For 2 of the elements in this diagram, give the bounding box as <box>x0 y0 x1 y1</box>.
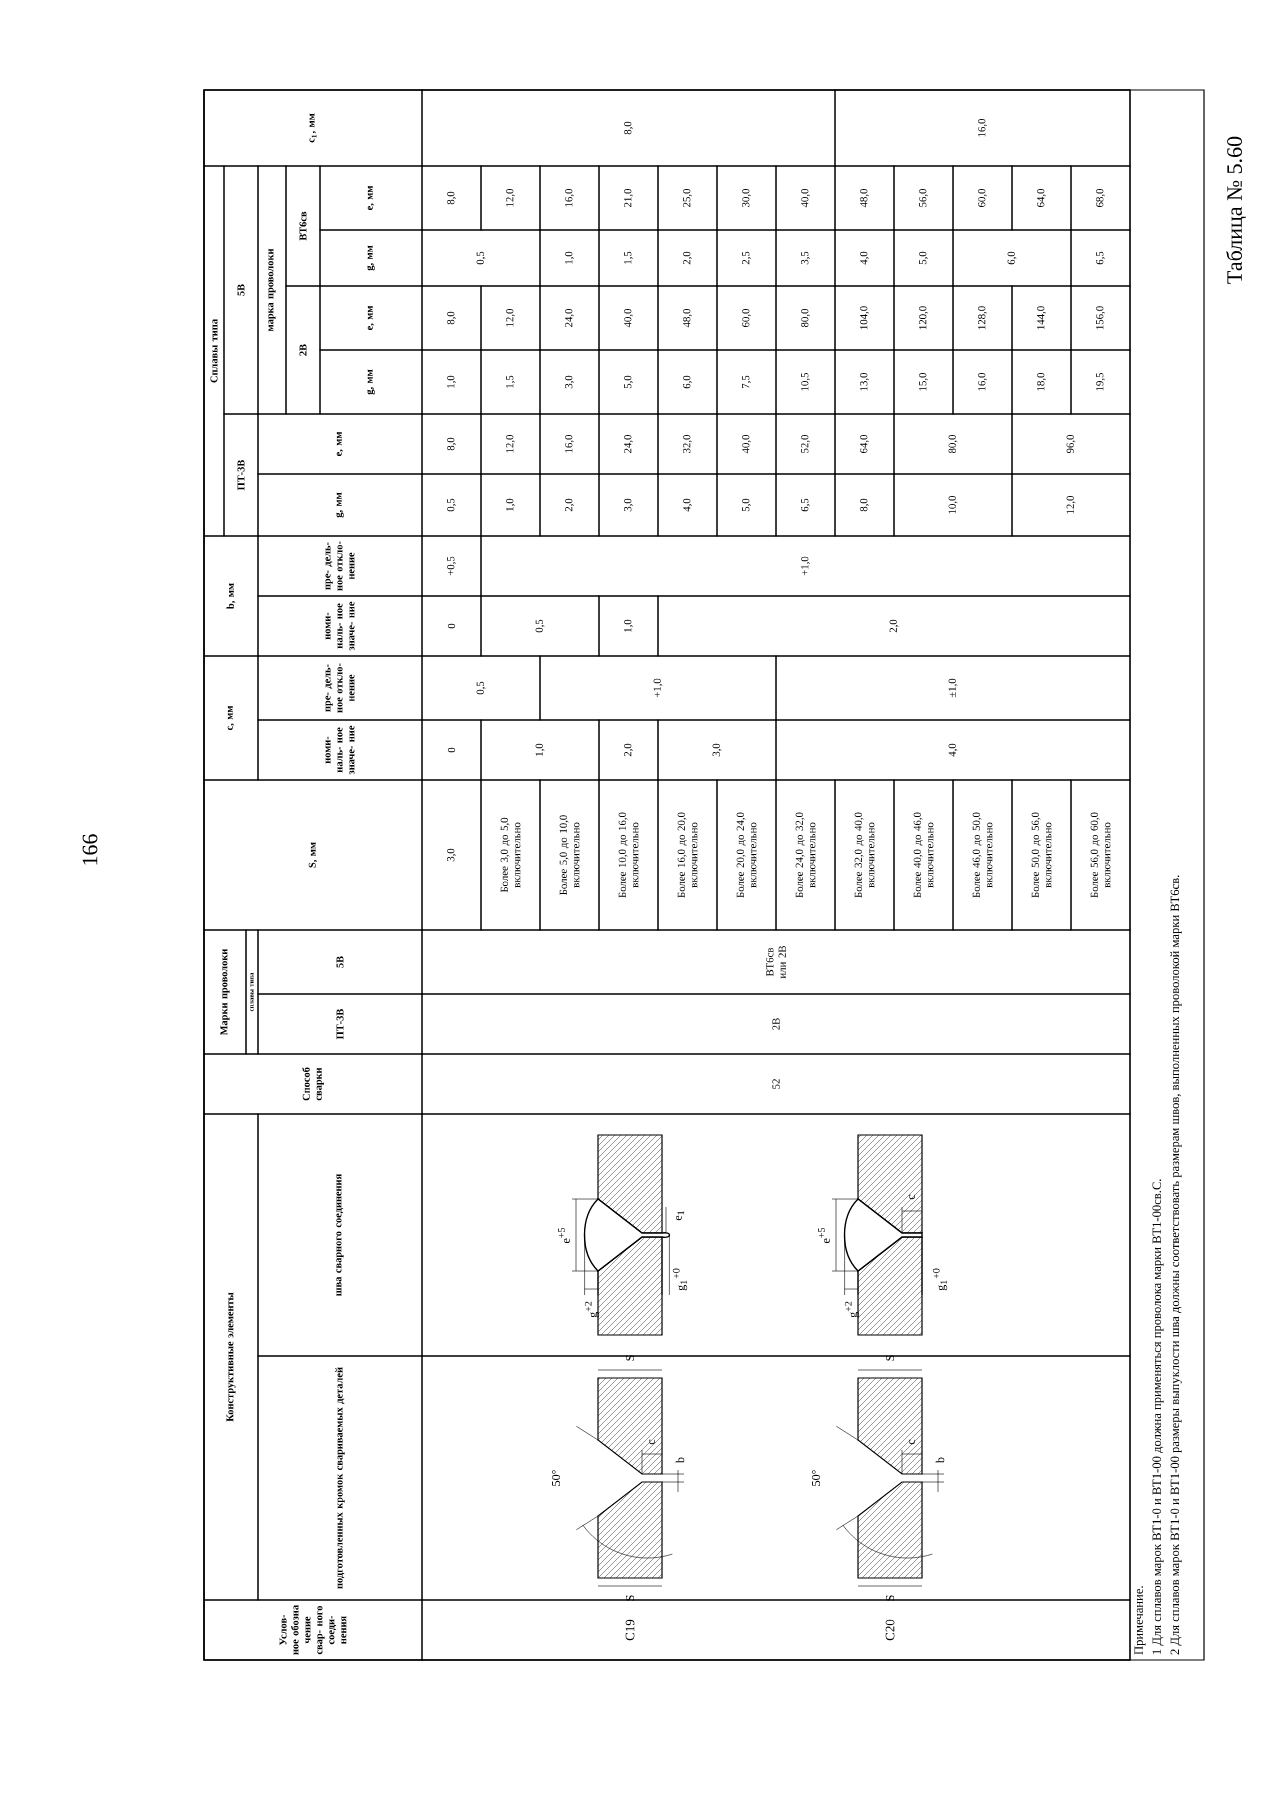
page-number: 166 <box>82 834 98 865</box>
table-title: Таблица № 5.60 <box>1226 136 1247 284</box>
